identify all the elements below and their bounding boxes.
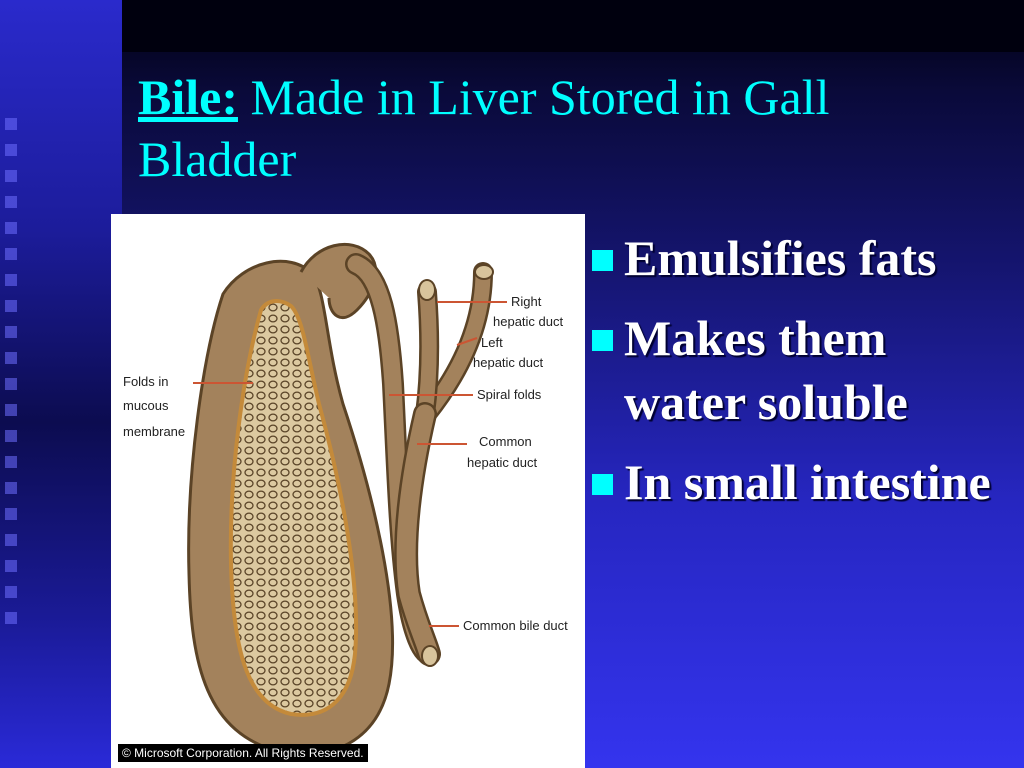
leader-lines xyxy=(193,301,507,627)
title-band xyxy=(122,0,1024,52)
label-common-hepatic-1: Common xyxy=(479,434,532,449)
decor-squares xyxy=(5,118,29,638)
label-right-duct-2: hepatic duct xyxy=(493,314,563,329)
label-folds-1: Folds in xyxy=(123,374,169,389)
bullet-item: In small intestine xyxy=(588,450,1018,514)
title-keyword: Bile: xyxy=(138,69,238,125)
square-bullet-icon xyxy=(592,330,613,351)
left-decor-strip xyxy=(0,0,122,768)
slide-title: Bile: Made in Liver Stored in Gall Bladd… xyxy=(138,66,958,190)
bullet-text: Emulsifies fats xyxy=(624,230,937,286)
label-folds-3: membrane xyxy=(123,424,185,439)
label-common-hepatic-2: hepatic duct xyxy=(467,455,537,470)
square-bullet-icon xyxy=(592,474,613,495)
label-common-bile-duct: Common bile duct xyxy=(463,618,568,633)
copyright-notice: © Microsoft Corporation. All Rights Rese… xyxy=(118,744,368,762)
bullet-item: Makes them water soluble xyxy=(588,306,1018,434)
label-folds-2: mucous xyxy=(123,398,169,413)
bullet-text: Makes them water soluble xyxy=(624,310,908,430)
gallbladder-diagram: Folds in mucous membrane Right hepatic d… xyxy=(123,242,568,756)
bullet-item: Emulsifies fats xyxy=(588,226,1018,290)
bullet-text: In small intestine xyxy=(624,454,991,510)
label-left-duct-1: Left xyxy=(481,335,503,350)
title-text: Made in Liver Stored in Gall Bladder xyxy=(138,69,830,187)
label-left-duct-2: hepatic duct xyxy=(473,355,543,370)
square-bullet-icon xyxy=(592,250,613,271)
mucous-membrane xyxy=(228,299,359,717)
label-right-duct-1: Right xyxy=(511,294,542,309)
gallbladder-figure: Folds in mucous membrane Right hepatic d… xyxy=(111,214,585,768)
label-spiral-folds: Spiral folds xyxy=(477,387,542,402)
bullet-list: Emulsifies fats Makes them water soluble… xyxy=(588,226,1018,530)
